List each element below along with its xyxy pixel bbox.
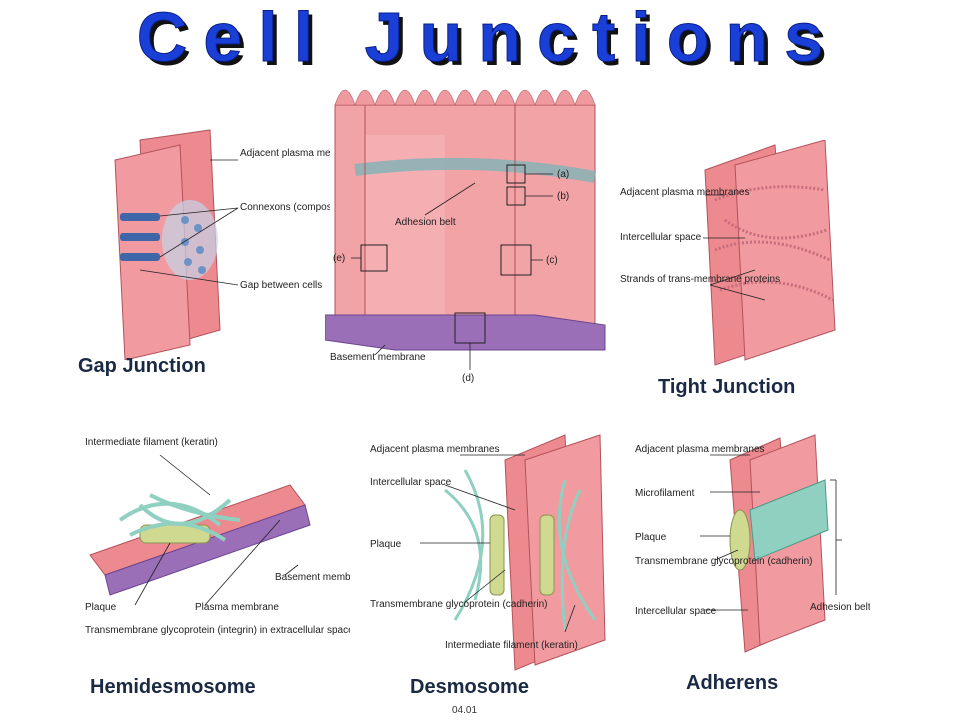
title-shadow: Cell Junctions: [141, 2, 843, 80]
overview-label-e: (e): [333, 253, 345, 264]
gap-label-connexons: Connexons (composed of connexins): [240, 202, 330, 213]
adher-label-space: Intercellular space: [635, 606, 717, 617]
hemi-label-basement: Basement membrane: [275, 572, 350, 583]
membrane-right: [734, 140, 836, 361]
basement-membrane: [325, 314, 606, 351]
connexon-channels: [120, 213, 160, 261]
page-title: Cell Junctions: [137, 0, 839, 76]
adher-label-plaque: Plaque: [635, 532, 667, 543]
desmosome-panel: Adjacent plasma membranes Intercellular …: [370, 434, 606, 671]
hemi-label-plasma: Plasma membrane: [195, 602, 279, 613]
adher-label-membranes: Adjacent plasma membranes: [635, 444, 765, 455]
overview-label-b: (b): [557, 191, 569, 202]
gap-label-gap: Gap between cells: [240, 280, 322, 291]
microvilli: [334, 89, 596, 106]
gap-label-membranes: Adjacent plasma membranes: [240, 148, 330, 159]
protein-strands: [714, 185, 834, 302]
gap-junction-panel: Adjacent plasma membranes Connexons (com…: [114, 129, 330, 360]
hemi-label-glycoprotein: Transmembrane glycoprotein (integrin) in…: [85, 625, 350, 636]
hemi-label-plaque: Plaque: [85, 602, 117, 613]
desmo-label-plaque: Plaque: [370, 539, 402, 550]
adherens-panel: Adjacent plasma membranes Microfilament …: [635, 434, 870, 653]
tight-label-membranes: Adjacent plasma membranes: [620, 187, 750, 198]
adher-label-microfilament: Microfilament: [635, 488, 695, 499]
overview-label-adhesion: Adhesion belt: [395, 217, 456, 228]
tight-label-space: Intercellular space: [620, 232, 702, 243]
overview-label-c: (c): [546, 255, 558, 266]
caption-hemidesmosome: Hemidesmosome: [90, 676, 256, 698]
adher-label-belt: Adhesion belt: [810, 602, 870, 613]
caption-tight-junction: Tight Junction: [658, 376, 796, 398]
figure-number: 04.01: [452, 705, 478, 716]
hemi-basement: [104, 504, 311, 596]
adher-plaque: [729, 509, 751, 571]
adher-label-glycoprotein: Transmembrane glycoprotein (cadherin): [635, 556, 813, 567]
caption-desmosome: Desmosome: [410, 676, 529, 698]
desmo-label-filament: Intermediate filament (keratin): [445, 640, 578, 651]
tight-junction-panel: Adjacent plasma membranes Intercellular …: [620, 140, 836, 366]
tight-label-strands: Strands of trans-membrane proteins: [620, 274, 780, 285]
desmo-label-space: Intercellular space: [370, 477, 452, 488]
keratin-filaments: [118, 493, 241, 542]
caption-adherens: Adherens: [686, 672, 779, 694]
desmo-label-glycoprotein: Transmembrane glycoprotein (cadherin): [370, 599, 548, 610]
overview-label-d: (d): [462, 373, 474, 384]
adhesion-belt: [354, 157, 597, 183]
overview-panel: (a) (b) (c) (e) (d) Adhesion belt Baseme…: [325, 89, 606, 384]
hemidesmosome-panel: Intermediate filament (keratin) Basement…: [85, 437, 350, 636]
overview-label-a: (a): [557, 169, 569, 180]
title-banner: Cell Junctions Cell Junctions: [136, 0, 843, 80]
hemi-label-filament: Intermediate filament (keratin): [85, 437, 218, 448]
caption-gap-junction: Gap Junction: [78, 355, 206, 377]
desmo-plaque-right: [539, 514, 555, 596]
desmo-label-membranes: Adjacent plasma membranes: [370, 444, 500, 455]
adher-microfilaments: [749, 479, 829, 561]
desmo-plaque-left: [489, 514, 505, 596]
membrane-front: [114, 144, 191, 360]
overview-label-basement: Basement membrane: [330, 352, 426, 363]
connexon-cluster: [162, 200, 218, 280]
